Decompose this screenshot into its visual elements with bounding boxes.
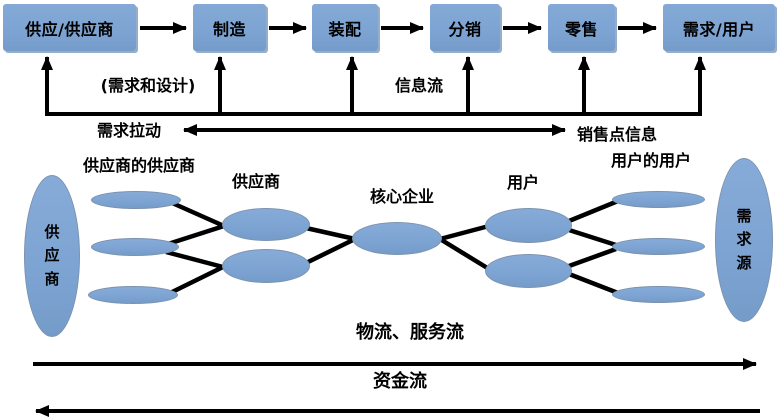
tier-label-users-user: 用户的用户 — [610, 151, 692, 170]
tier-label-user: 用户 — [506, 173, 540, 192]
capital-flow-label: 资金流 — [373, 371, 427, 392]
net-link-mid1-core — [305, 225, 356, 242]
net-link-e2-mid2 — [165, 249, 224, 270]
users-user-node-2 — [612, 238, 705, 255]
net-link-core-user2 — [438, 237, 491, 271]
tier-label-supplier: 供应商 — [231, 172, 281, 191]
users-user-node-3 — [612, 286, 705, 303]
flow-box-supply: 供应/供应商 — [3, 4, 136, 51]
tier-label-core-enterprise: 核心企业 — [369, 187, 435, 206]
supply-source-label: 供应商 — [44, 223, 60, 288]
info-flow-label: 信息流 — [394, 76, 444, 95]
net-link-e2-mid1 — [167, 223, 225, 247]
flow-box-assembly: 装配 — [312, 4, 378, 51]
net-link-core-user1 — [439, 223, 490, 242]
supply-source-ellipse: 供应商 — [24, 175, 80, 337]
demand-pull-label: 需求拉动 — [96, 121, 162, 140]
supplier-node-1 — [222, 208, 310, 241]
net-link-user1-u2 — [568, 227, 617, 248]
supplier-node-2 — [222, 249, 310, 283]
suppliers-supplier-node-2 — [91, 238, 179, 256]
net-link-user2-u2 — [568, 246, 617, 269]
suppliers-supplier-node-1 — [91, 191, 181, 209]
flow-box-manufacture: 制造 — [193, 4, 266, 51]
flow-box-demand-user: 需求/用户 — [663, 4, 775, 51]
user-node-2 — [485, 254, 572, 288]
demand-design-label: (需求和设计) — [100, 76, 196, 95]
logistics-flow-label: 物流、服务流 — [356, 322, 464, 343]
users-user-node-1 — [612, 191, 705, 208]
demand-source-label: 需求源 — [736, 207, 752, 272]
net-link-e1-mid1 — [169, 199, 225, 229]
user-node-1 — [485, 208, 572, 243]
suppliers-supplier-node-3 — [88, 286, 178, 304]
net-link-user2-u3 — [568, 271, 619, 296]
tier-label-suppliers-supplier: 供应商的供应商 — [82, 156, 196, 175]
net-link-user1-u1 — [568, 198, 619, 224]
pos-info-label: 销售点信息 — [576, 125, 658, 144]
flow-box-distribution: 分销 — [430, 4, 500, 51]
net-link-mid2-core — [305, 236, 356, 266]
demand-source-ellipse: 需求源 — [715, 158, 773, 322]
flow-box-retail: 零售 — [548, 4, 615, 51]
core-enterprise-node — [352, 222, 442, 255]
